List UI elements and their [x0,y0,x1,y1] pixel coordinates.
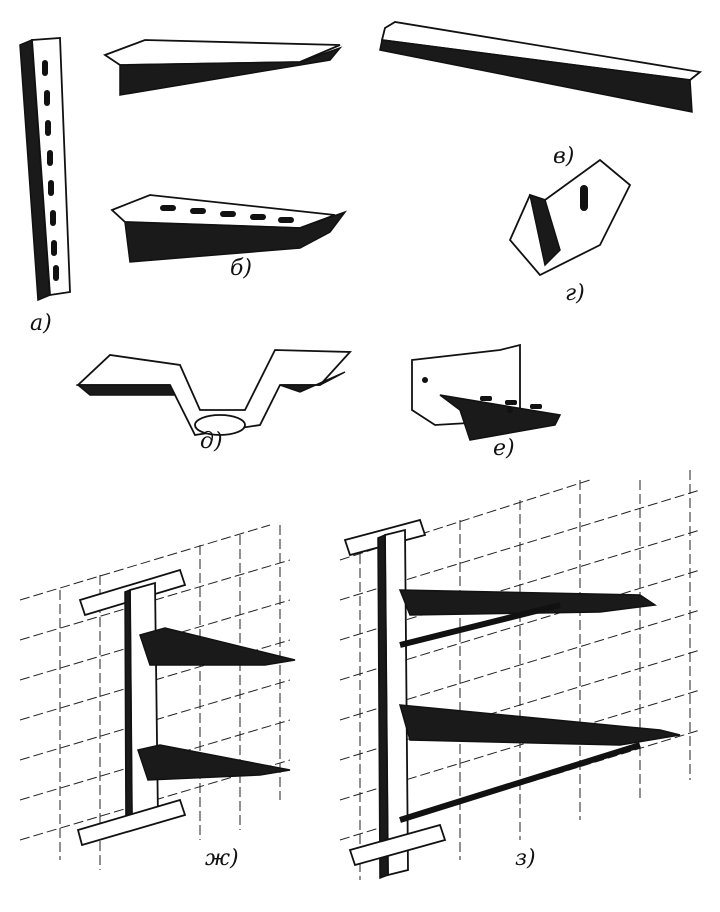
label-e: е) [493,436,515,461]
slotted-channel-post [19,37,71,302]
long-plate [379,21,703,113]
bracket-plain [103,39,343,96]
label-zh: ж) [205,846,239,871]
clip-connector [75,349,352,436]
label-a: а) [30,311,52,336]
wall-assembly-with-struts [339,470,701,880]
label-b: б) [230,256,252,281]
bracket-with-plate [411,343,562,441]
label-v: в) [553,144,574,169]
mounting-plate [508,158,632,277]
bracket-perforated [110,194,348,263]
wall-assembly-two-brackets [19,524,296,870]
label-d: д) [200,429,223,454]
label-z: з) [515,846,536,871]
label-g: г) [565,281,585,306]
